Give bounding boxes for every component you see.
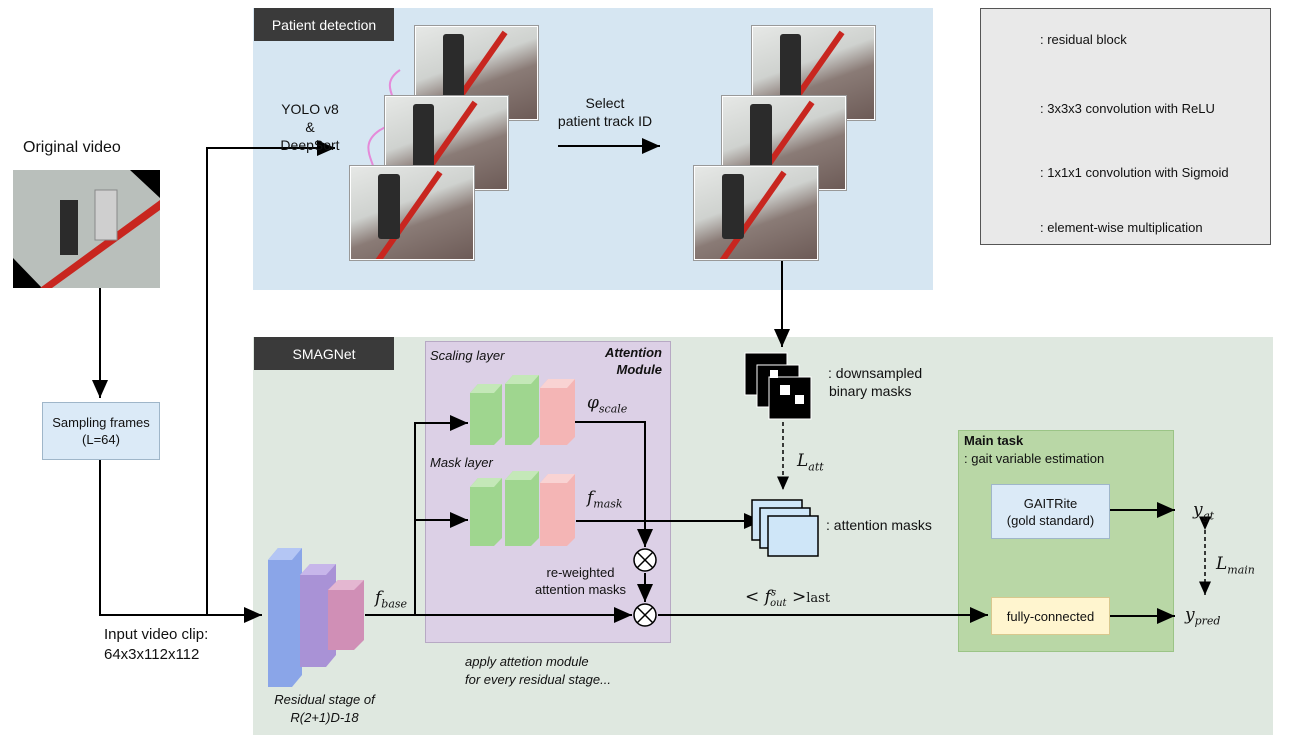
arrow-sampling-to-residual xyxy=(99,460,262,623)
multiply-circle-2 xyxy=(633,603,657,627)
main-task-title: Main task xyxy=(964,433,1024,448)
patient-detection-tag: Patient detection xyxy=(254,8,394,41)
scaling-layer-blocks xyxy=(470,375,575,445)
scaling-layer-label: Scaling layer xyxy=(430,348,505,363)
f-out-last-symbol: < fsout >last xyxy=(745,587,831,610)
f-base-symbol: fbase xyxy=(375,588,408,611)
l-main-symbol: Lmain xyxy=(1216,554,1255,577)
residual-stage-block xyxy=(268,548,364,687)
fully-connected-box: fully-connected xyxy=(991,597,1110,635)
original-video-title: Original video xyxy=(23,139,121,156)
f-mask-symbol: fmask xyxy=(587,488,623,511)
legend-residual-label: : residual block xyxy=(1040,32,1127,47)
patient-frame-front xyxy=(694,166,818,260)
gaitrite-box: GAITRite(gold standard) xyxy=(991,484,1110,539)
attention-masks-stack xyxy=(751,499,819,557)
detection-frame-front xyxy=(350,166,474,260)
yolo-label: YOLO v8& DeepSort xyxy=(280,101,340,153)
smagnet-tag: SMAGNet xyxy=(254,337,394,370)
attention-masks-label: : attention masks xyxy=(826,517,932,533)
mask-layer-label: Mask layer xyxy=(430,455,493,470)
l-att-symbol: Latt xyxy=(797,451,824,474)
arrow-to-scaling-layer xyxy=(414,415,468,615)
main-task-subtitle: : gait variable estimation xyxy=(964,451,1105,466)
legend-mult-label: : element-wise multiplication xyxy=(1040,220,1203,235)
multiply-circle-1 xyxy=(633,548,657,572)
phi-scale-symbol: φscale xyxy=(587,393,628,416)
arrow-phi-to-mult xyxy=(575,421,653,547)
binary-masks-stack xyxy=(744,352,812,420)
arrow-to-patient-detection xyxy=(206,140,335,615)
y-gt-symbol: ygt xyxy=(1193,500,1215,523)
legend-conv1-label: : 1x1x1 convolution with Sigmoid xyxy=(1040,165,1229,180)
legend-box xyxy=(980,8,1271,245)
y-pred-symbol: ypred xyxy=(1185,605,1221,628)
legend-conv3-label: : 3x3x3 convolution with ReLU xyxy=(1040,101,1215,116)
sampling-frames-box: Sampling frames(L=64) xyxy=(42,402,160,460)
input-clip-label: Input video clip:64x3x112x112 xyxy=(104,626,209,663)
mask-layer-blocks xyxy=(470,471,575,546)
original-video-thumbnail xyxy=(13,170,160,288)
